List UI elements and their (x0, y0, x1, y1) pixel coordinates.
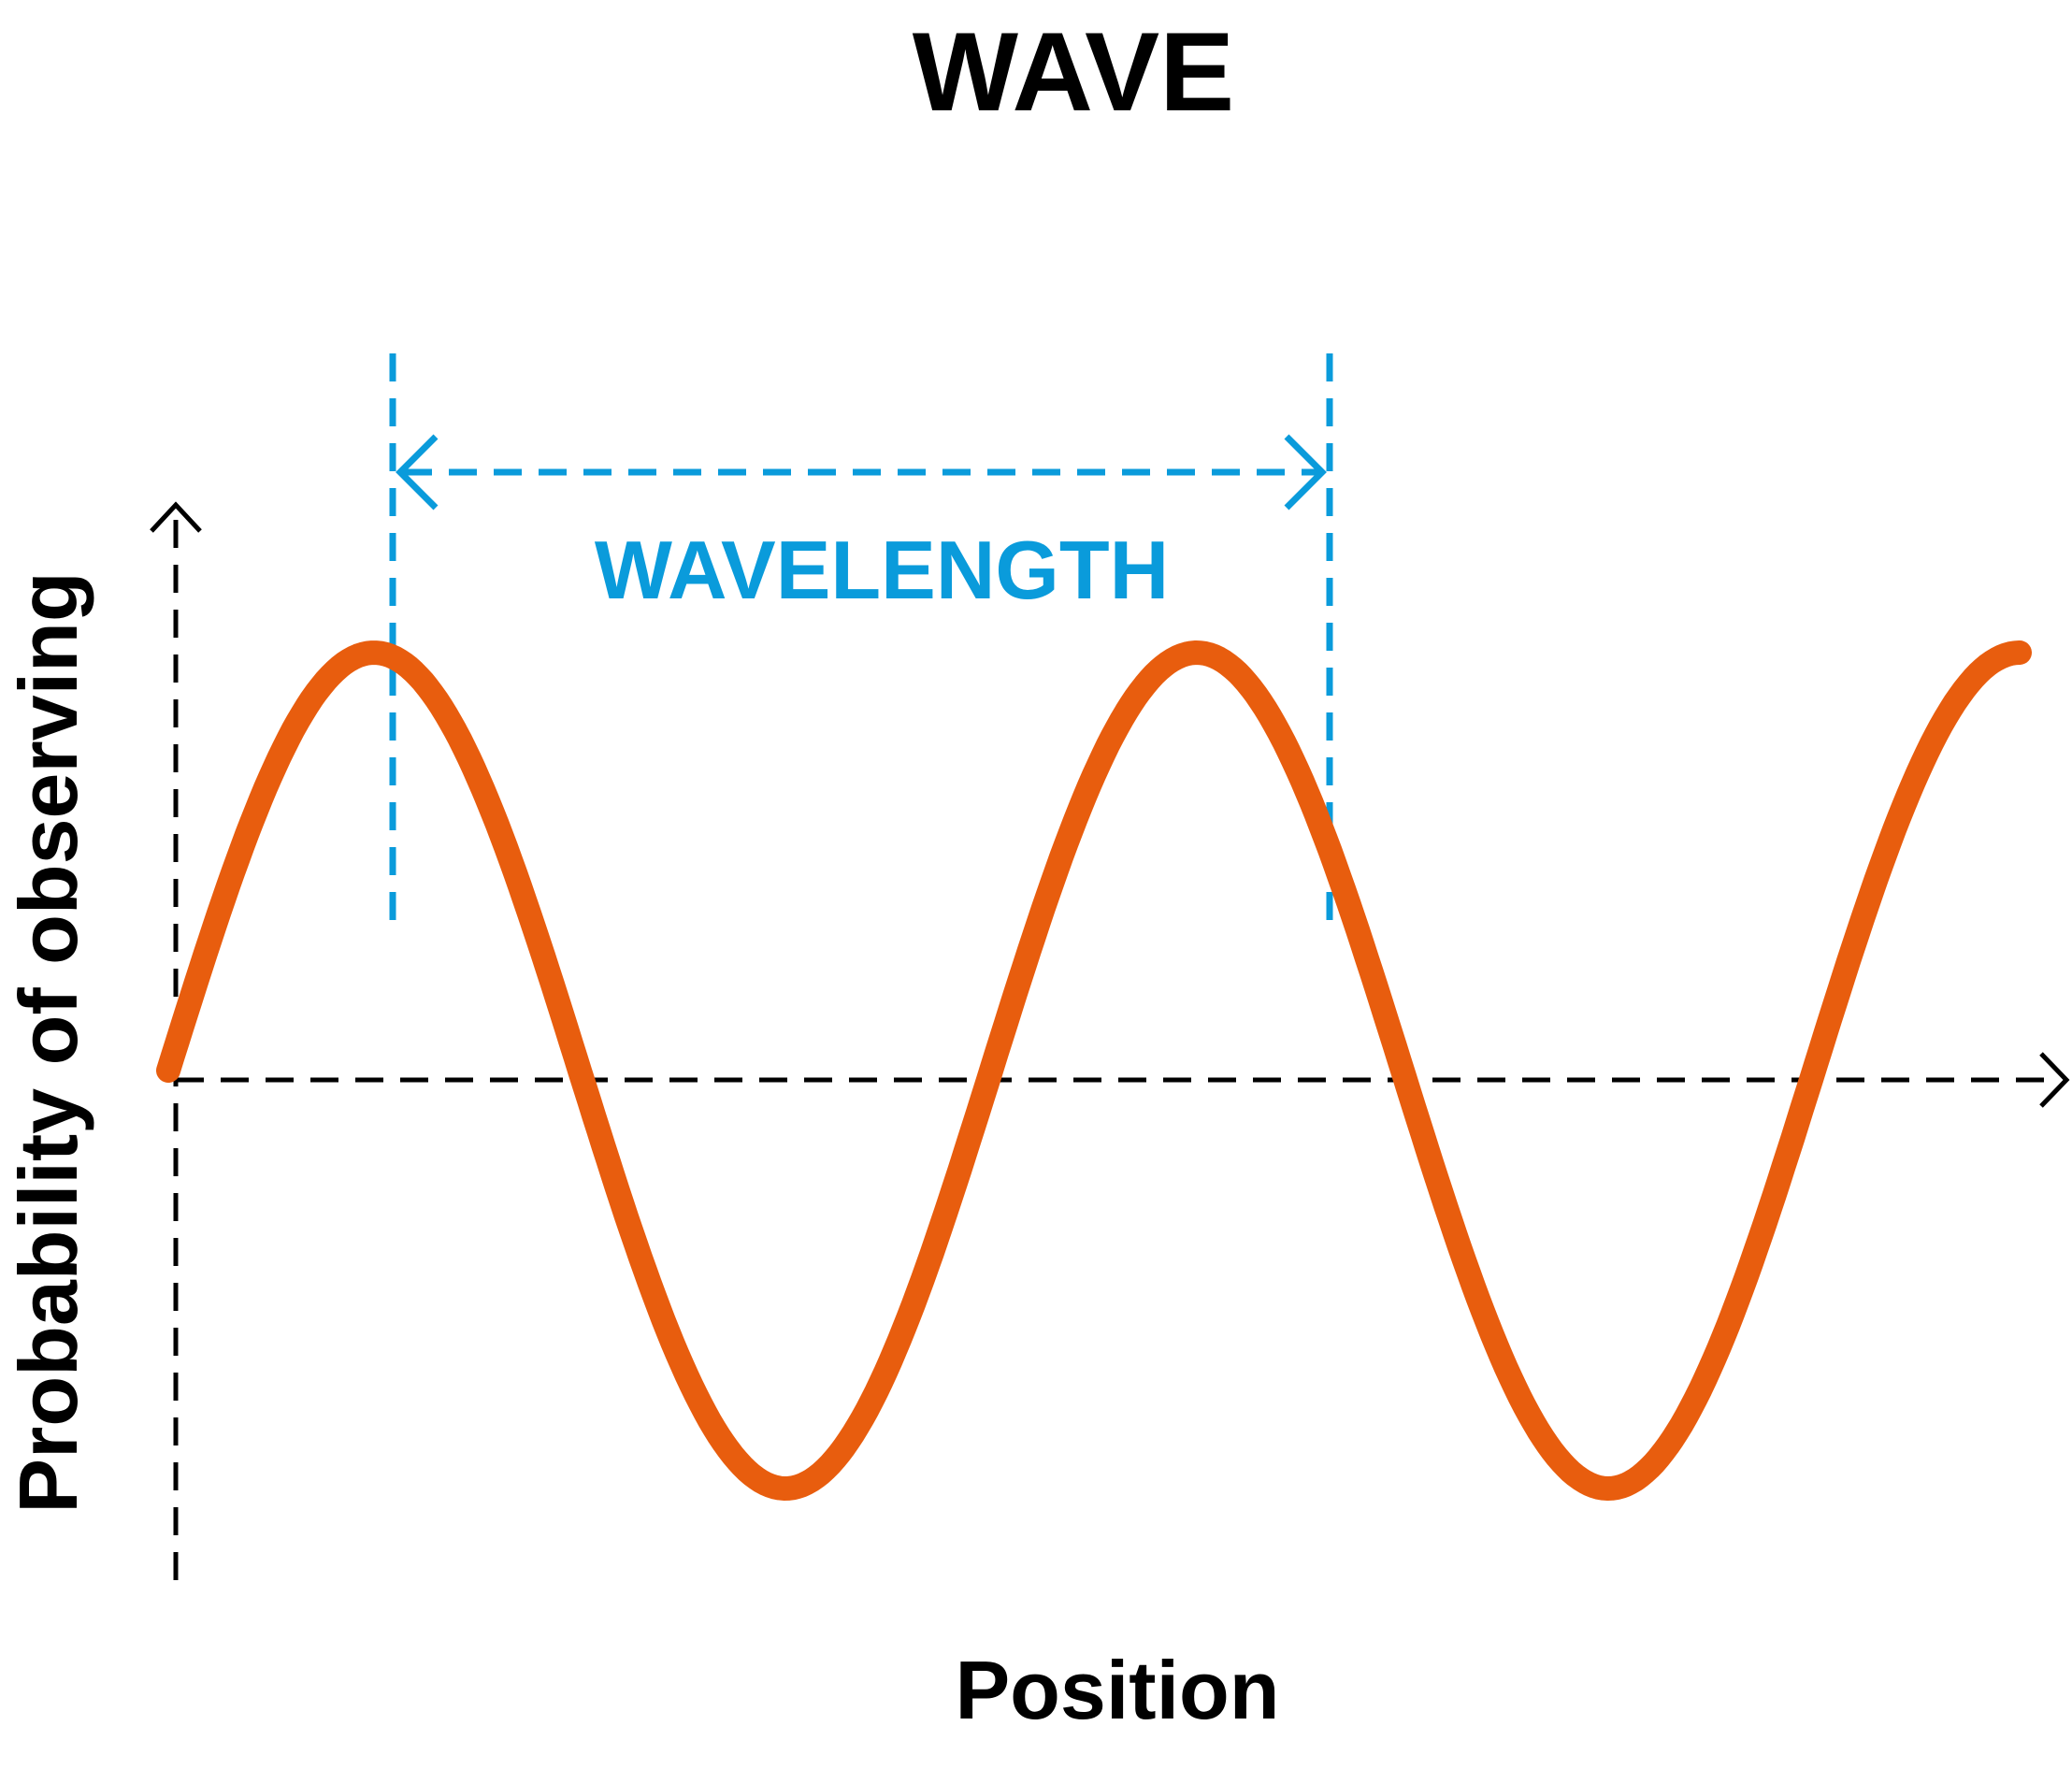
y-axis-label: Probability of observing (2, 571, 94, 1513)
x-axis-label: Position (955, 1644, 1279, 1736)
wavelength-right-arrow-icon (1284, 434, 1327, 511)
wave-curve (156, 640, 2032, 1501)
x-axis-arrow-icon (2039, 1052, 2070, 1108)
y-axis-arrow-icon (150, 501, 202, 533)
wavelength-left-arrow-icon (396, 434, 439, 511)
wavelength-label: WAVELENGTH (595, 524, 1169, 616)
diagram-title: WAVE (913, 9, 1234, 135)
